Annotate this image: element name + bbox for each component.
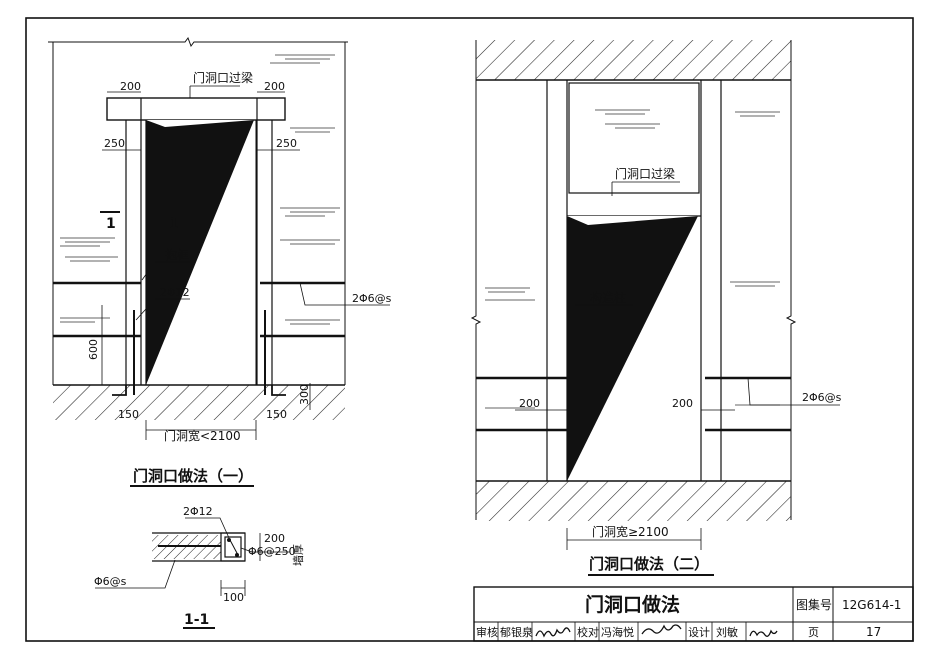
title-atlas-no: 12G614-1 bbox=[842, 598, 901, 612]
section-wall-thk: 墙厚 bbox=[291, 544, 305, 566]
left-section-mark-left: 1 bbox=[106, 216, 116, 232]
left-dim-beam-right: 200 bbox=[264, 80, 285, 93]
left-tie-label: 2Φ6@s bbox=[352, 292, 392, 305]
title-review-name: 郁银泉 bbox=[500, 625, 533, 639]
sheet-border bbox=[25, 17, 914, 642]
left-dim-600: 600 bbox=[87, 339, 100, 360]
section-title: 1-1 bbox=[184, 612, 209, 628]
left-detail: 门洞口过梁 200 200 250 250 1 1 抱框 2Φ12 2Φ6@s … bbox=[48, 36, 392, 487]
column-label: 构造柱 bbox=[590, 290, 626, 305]
title-check-name: 冯海悦 bbox=[601, 625, 634, 639]
section-tie-label: Φ6@s bbox=[94, 575, 127, 588]
title-review-label: 审核 bbox=[476, 625, 498, 639]
section-bar-label: 2Φ12 bbox=[183, 505, 213, 518]
section-detail: 2Φ12 Φ6@250 Φ6@s 200 100 墙厚 1-1 bbox=[94, 505, 305, 629]
section-dim-200: 200 bbox=[264, 532, 285, 545]
right-dim-right: 200 bbox=[672, 397, 693, 410]
left-title: 门洞口做法（一） bbox=[133, 467, 253, 485]
title-design-label: 设计 bbox=[688, 626, 710, 639]
title-page-label: 页 bbox=[808, 626, 819, 639]
title-page-no: 17 bbox=[866, 625, 881, 639]
section-stirrup-label: Φ6@250 bbox=[248, 545, 296, 558]
left-dim-300: 300 bbox=[298, 384, 311, 405]
title-main: 门洞口做法 bbox=[585, 593, 680, 616]
right-dim-left: 200 bbox=[519, 397, 540, 410]
left-dim-pier-right: 250 bbox=[276, 137, 297, 150]
right-detail: 门洞口过梁 构造柱 200 200 2Φ6@s 门洞宽≥2100 门洞口做法（二… bbox=[470, 40, 842, 576]
title-block: 门洞口做法 图集号 12G614-1 审核 郁银泉 校对 冯海悦 设计 刘敏 页… bbox=[473, 586, 914, 642]
left-dim-pier-left: 250 bbox=[104, 137, 125, 150]
left-beam-label: 门洞口过梁 bbox=[193, 70, 253, 85]
title-check-label: 校对 bbox=[577, 625, 599, 639]
left-dim-beam-left: 200 bbox=[120, 80, 141, 93]
title-atlas-label: 图集号 bbox=[796, 597, 832, 612]
right-width-label: 门洞宽≥2100 bbox=[592, 524, 669, 539]
right-beam-label: 门洞口过梁 bbox=[615, 166, 675, 181]
left-dim-150-left: 150 bbox=[118, 408, 139, 421]
left-dim-150-right: 150 bbox=[266, 408, 287, 421]
left-width-label: 门洞宽<2100 bbox=[164, 428, 241, 443]
right-title: 门洞口做法（二） bbox=[589, 555, 709, 573]
section-dim-100: 100 bbox=[223, 591, 244, 604]
right-tie-label: 2Φ6@s bbox=[802, 391, 842, 404]
title-design-name: 刘敏 bbox=[716, 625, 738, 639]
left-bar-label: 2Φ12 bbox=[160, 286, 190, 299]
left-section-mark-right: 1 bbox=[169, 216, 179, 232]
frame-label: 抱框 bbox=[165, 247, 189, 262]
